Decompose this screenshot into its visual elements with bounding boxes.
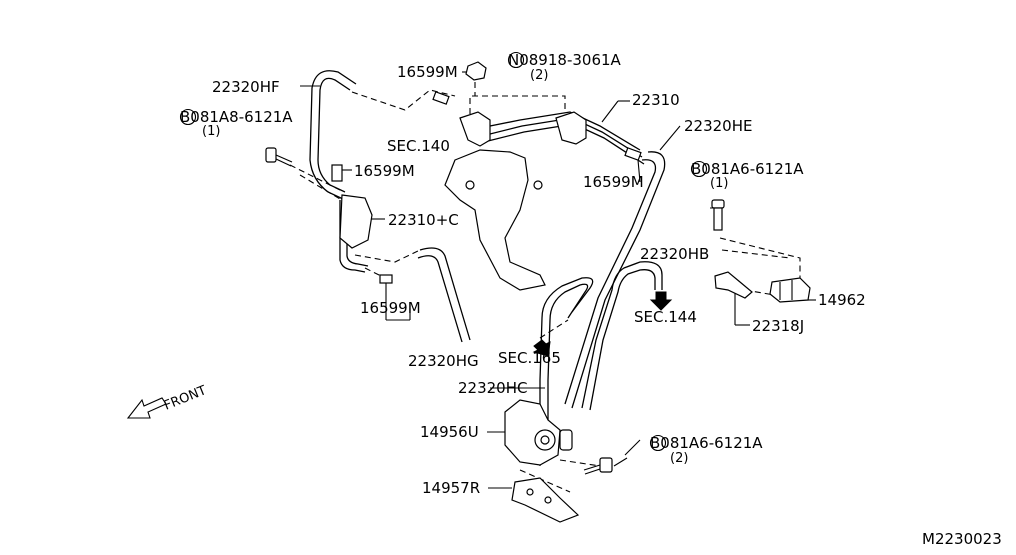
label-081A6-bottom-qty: (2): [670, 451, 688, 466]
label-16599M-top: 16599M: [397, 63, 458, 81]
label-22320HC: 22320HC: [458, 379, 527, 397]
hoses: [309, 70, 666, 420]
label-22310C: 22310+C: [388, 211, 459, 229]
label-22320HE: 22320HE: [684, 117, 752, 135]
bracket-part: [714, 271, 753, 299]
front-arrow-icon: [126, 397, 167, 419]
label-22320HF: 22320HF: [212, 78, 280, 96]
label-sec144: SEC.144: [634, 308, 697, 326]
bracket-part: [459, 111, 491, 147]
label-22318J: 22318J: [752, 317, 804, 335]
clamp-part: [331, 164, 343, 182]
nut-part: [465, 61, 487, 81]
sec165-arrow-icon: [532, 339, 551, 357]
connector-part: [769, 277, 811, 303]
label-081A8-6121A: B081A8-6121A: [180, 108, 293, 126]
label-081A6-6121A-bottom: B081A6-6121A: [650, 434, 763, 452]
label-16599M-bottom: 16599M: [360, 299, 421, 317]
label-22310: 22310: [632, 91, 680, 109]
label-081A6-right-qty: (1): [710, 176, 728, 191]
label-08918-qty: (2): [530, 68, 548, 83]
intake-housing-part: [444, 149, 546, 291]
label-16599M-right: 16599M: [583, 173, 644, 191]
front-label: FRONT: [162, 383, 209, 414]
bolt-part: [265, 147, 293, 167]
clamp-part: [379, 274, 393, 284]
section-arrows: [532, 291, 673, 357]
label-sec165: SEC.165: [498, 349, 561, 367]
circle-markers: [179, 51, 708, 452]
clamp-part: [432, 91, 450, 105]
clamp-part: [624, 147, 642, 161]
parts: [265, 61, 811, 523]
label-081A6-6121A-right: B081A6-6121A: [691, 160, 804, 178]
label-22320HG: 22320HG: [408, 352, 479, 370]
label-14957R: 14957R: [422, 479, 480, 497]
label-08918-3061A: N08918-3061A: [508, 51, 622, 69]
label-14956U: 14956U: [420, 423, 479, 441]
diagram-code: M2230023: [922, 530, 1002, 548]
bolt-part: [711, 199, 725, 231]
valve-bracket-part: [339, 194, 373, 249]
label-22320HB: 22320HB: [640, 245, 709, 263]
sec144-arrow-icon: [649, 291, 673, 311]
labels: 22320HF N08918-3061A (2) 16599M 22310 B0…: [162, 51, 1002, 548]
bolt-part: [583, 457, 613, 475]
label-081A8-qty: (1): [202, 124, 220, 139]
label-sec140: SEC.140: [387, 137, 450, 155]
label-14962: 14962: [818, 291, 866, 309]
bracket-part: [555, 111, 587, 145]
label-16599M-left: 16599M: [354, 162, 415, 180]
